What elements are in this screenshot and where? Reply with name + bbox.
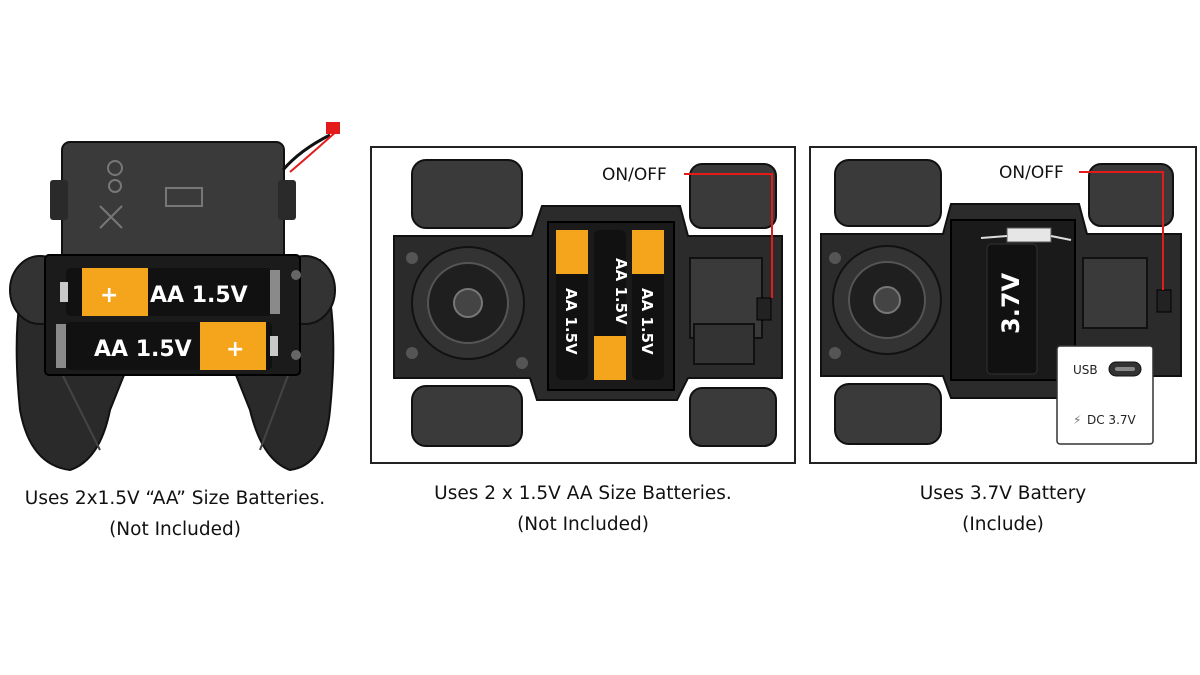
car-aa-caption-line1: Uses 2 x 1.5V AA Size Batteries.: [434, 483, 732, 504]
remote-battery-label-2: AA 1.5V: [94, 337, 192, 362]
charging-port-inset: [1056, 345, 1154, 445]
remote-battery-plus-2: +: [226, 337, 244, 362]
car-li-caption-line1: Uses 3.7V Battery: [919, 483, 1087, 504]
car-li-caption-line2: (Include): [962, 514, 1044, 535]
remote-caption: Uses 2x1.5V “AA” Size Batteries. (Not In…: [0, 483, 350, 545]
car-aa-switch-label: ON/OFF: [602, 165, 667, 185]
car-aa-battery-panel: AA 1.5V AA 1.5V AA 1.5V ON/OFF: [370, 146, 796, 464]
remote-controller-image: + AA 1.5V AA 1.5V +: [9, 122, 340, 472]
remote-caption-line1: Uses 2x1.5V “AA” Size Batteries.: [24, 488, 326, 509]
car-li-switch-label: ON/OFF: [999, 163, 1064, 183]
car-aa-caption: Uses 2 x 1.5V AA Size Batteries. (Not In…: [370, 478, 796, 540]
car-aa-caption-line2: (Not Included): [517, 514, 649, 535]
remote-battery-plus-1: +: [100, 283, 118, 308]
car-aa-image: AA 1.5V AA 1.5V AA 1.5V ON/OFF: [393, 159, 783, 447]
usb-label: USB: [1073, 363, 1098, 377]
remote-battery-panel: + AA 1.5V AA 1.5V +: [0, 110, 345, 480]
car-aa-battery-label-2: AA 1.5V: [612, 258, 630, 325]
car-aa-battery-label-3: AA 1.5V: [638, 288, 656, 355]
car-li-battery-label: 3.7V: [997, 272, 1025, 334]
charge-symbol-icon: ⚡: [1073, 413, 1081, 427]
car-li-caption: Uses 3.7V Battery (Include): [809, 478, 1197, 540]
dc-voltage-label: DC 3.7V: [1087, 413, 1137, 427]
remote-caption-line2: (Not Included): [109, 519, 241, 540]
car-li-battery-panel: 3.7V ON/OFF USB ⚡ DC 3.7V: [809, 146, 1197, 464]
remote-battery-label-1: AA 1.5V: [150, 283, 248, 308]
car-li-image: 3.7V ON/OFF USB ⚡ DC 3.7V: [820, 159, 1182, 445]
car-aa-battery-label-1: AA 1.5V: [562, 288, 580, 355]
